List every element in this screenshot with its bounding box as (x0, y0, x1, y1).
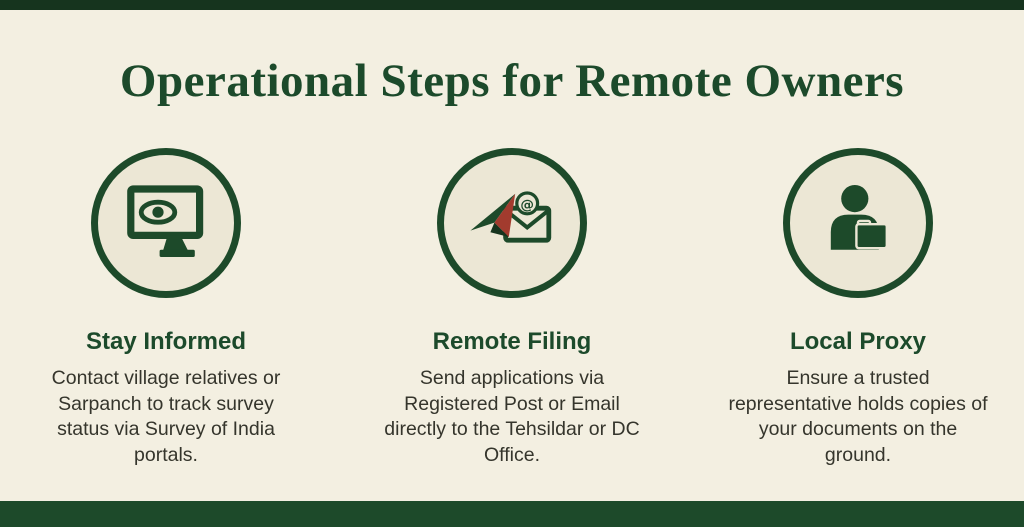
paper-plane-envelope-icon: @ (464, 173, 560, 274)
step-heading: Local Proxy (789, 328, 927, 355)
monitor-eye-icon (118, 173, 214, 274)
step-heading: Stay Informed (85, 328, 247, 355)
step-description: Send applications via Registered Post or… (384, 367, 640, 467)
bottom-border-band (0, 501, 1024, 527)
person-folder-icon (810, 173, 906, 274)
step-column-local-proxy: Local Proxy Ensure a trusted representat… (718, 148, 998, 469)
step-heading: Remote Filing (432, 328, 592, 355)
top-border-band (0, 0, 1024, 10)
content-area: Operational Steps for Remote Owners (0, 10, 1024, 501)
step-description: Contact village relatives or Sarpanch to… (51, 367, 281, 467)
step-column-remote-filing: @ Remote Filing Send applications via Re… (372, 148, 652, 469)
steps-row: Stay Informed Contact village relatives … (0, 148, 1024, 469)
icon-circle (783, 148, 933, 298)
step-column-stay-informed: Stay Informed Contact village relatives … (26, 148, 306, 469)
page-title: Operational Steps for Remote Owners (119, 55, 905, 107)
icon-circle (91, 148, 241, 298)
svg-text:@: @ (520, 197, 534, 213)
step-description: Ensure a trusted representative holds co… (728, 367, 988, 467)
icon-circle: @ (437, 148, 587, 298)
